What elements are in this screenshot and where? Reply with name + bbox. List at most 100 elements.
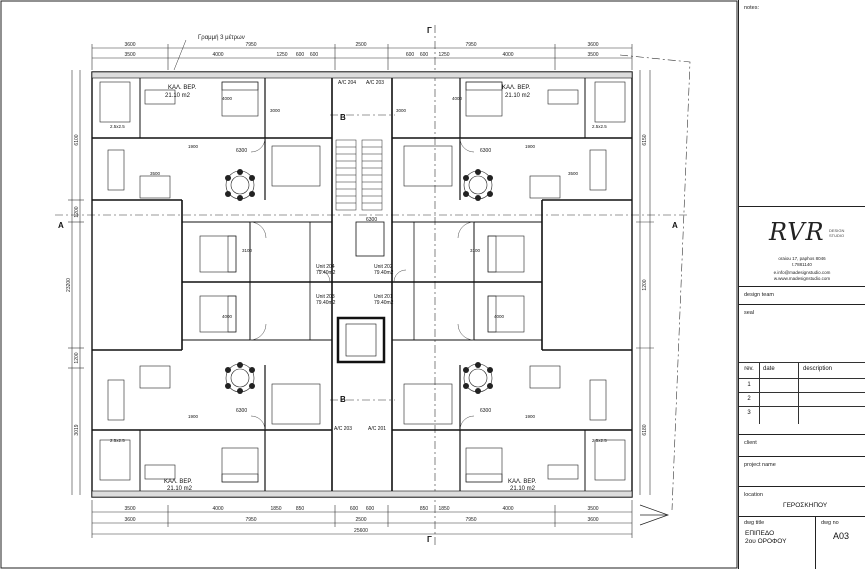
dimension-lines-sides: [68, 70, 654, 495]
section-markers: A A Γ Γ B B: [58, 26, 678, 544]
room-dim-11: 1900: [188, 144, 199, 149]
revision-row: 2: [739, 392, 865, 406]
room-dim-22: 4000: [494, 314, 505, 319]
section-marker-stair-bottom: B: [340, 395, 346, 404]
room-dim-3: 4000: [452, 96, 463, 101]
dim-left-2: 1200: [74, 206, 80, 217]
room-dim-10: 3500: [568, 171, 579, 176]
rev-col-divider: [759, 362, 760, 424]
project-label: project name: [744, 462, 776, 468]
veranda-area-tr: 21.10 m2: [505, 93, 531, 99]
section-marker-right: A: [672, 221, 678, 230]
room-dim-12: 1900: [525, 144, 536, 149]
ac-label-2: A/C 203: [366, 80, 384, 86]
rail-note: Γραμμή 3 μέτρων: [198, 34, 245, 41]
section-marker-bottom: Γ: [427, 535, 432, 544]
room-dim-5: 6300: [236, 148, 247, 154]
dwg-divider: [815, 516, 816, 569]
dim-top-inner-2: 4000: [212, 52, 223, 58]
dwg-title-line-1: ΕΠΙΠΕΔΟ: [745, 530, 775, 537]
dwg-no-value: A03: [833, 531, 850, 541]
dwg-title-label: dwg title: [744, 520, 765, 526]
dim-bot-inner-6: 600: [366, 506, 375, 512]
dwg-no-label: dwg no: [821, 520, 839, 526]
ac-label-4: A/C 201: [368, 426, 386, 432]
elevator-shaft: [336, 221, 386, 364]
location-value: ΓΕΡΟΣΚΗΠΟΥ: [783, 502, 828, 509]
dim-top-inner-10: 3500: [587, 52, 598, 58]
furniture-round-table-chairs: [225, 169, 493, 394]
notes-label: notes:: [744, 5, 759, 11]
company-address: oraiou 17, paphos 8046: [778, 256, 826, 261]
company-email: e.info@madesignstudio.com: [773, 270, 831, 275]
unit-202-name: Unit 202: [374, 264, 393, 270]
revision-header-row: rev. date description: [739, 362, 865, 376]
dimension-lines-top: [91, 44, 633, 70]
revision-row: 1: [739, 378, 865, 392]
dim-left-4: 1200: [74, 352, 80, 363]
rev-header-rev: rev.: [744, 366, 754, 372]
veranda-area-br: 21.10 m2: [510, 486, 536, 492]
dim-bot-inner-7: 850: [420, 506, 429, 512]
furniture-beds: [199, 81, 525, 483]
room-dim-17: 2.5x2.5: [110, 438, 125, 443]
rev-header-description: description: [803, 366, 833, 372]
dim-bot-3: 2500: [355, 517, 366, 523]
ac-label-3: A/C 203: [334, 426, 352, 432]
dim-top-inner-6: 600: [406, 52, 415, 58]
seal-label: seal: [744, 310, 755, 316]
dim-right-3: 6180: [642, 424, 648, 435]
veranda-area-tl: 21.10 m2: [165, 93, 191, 99]
project-cell: [739, 456, 865, 486]
ac-label-1: A/C 204: [338, 80, 356, 86]
dim-bot-inner-8: 1850: [438, 506, 449, 512]
section-marker-stair-top: B: [340, 113, 346, 122]
logo-subtitle: DESIGN STUDIO: [829, 228, 845, 238]
veranda-label-tr: ΚΑΛ. ΒΕΡ.: [502, 85, 531, 91]
dim-top-inner-4: 600: [296, 52, 305, 58]
section-marker-left: A: [58, 221, 64, 230]
dwg-title-line-2: 2ου ΟΡΟΦΟΥ: [745, 538, 787, 545]
room-dim-15: 2.5x2.5: [110, 124, 125, 129]
dimension-lines-bottom: [91, 500, 633, 538]
sheet-frame: [0, 0, 738, 569]
dim-bot-inner-5: 600: [350, 506, 359, 512]
dim-bot-2: 7950: [245, 517, 256, 523]
veranda-label-bl: ΚΑΛ. ΒΕΡ.: [164, 479, 193, 485]
room-dim-1: 4000: [222, 96, 233, 101]
building-outline: [91, 71, 633, 498]
dim-top-inner-3: 1250: [276, 52, 287, 58]
dim-bot-inner-3: 1850: [270, 506, 281, 512]
unit-204-area: 79.40m2: [316, 270, 336, 276]
plan-labels: ΚΑΛ. ΒΕΡ. 21.10 m2 ΚΑΛ. ΒΕΡ. 21.10 m2 ΚΑ…: [110, 80, 607, 492]
dim-top-inner-5: 600: [310, 52, 319, 58]
dim-top-4: 7950: [465, 42, 476, 48]
dim-bot-inner-10: 3500: [587, 506, 598, 512]
dim-left-5: 3019: [74, 424, 80, 435]
veranda-area-bl: 21.10 m2: [167, 486, 193, 492]
unit-201-name: Unit 201: [374, 294, 393, 300]
dim-top-3: 2500: [355, 42, 366, 48]
rev-number: 3: [747, 410, 751, 416]
section-lines: [55, 25, 691, 545]
dim-bot-inner-2: 4000: [212, 506, 223, 512]
veranda-label-tl: ΚΑΛ. ΒΕΡ.: [168, 85, 197, 91]
unit-201-area: 79.40m2: [374, 300, 394, 306]
floor-plan-drawing: 3600 7950 2500 7950 3600 3500 4000 1250 …: [0, 0, 738, 569]
room-dim-16: 2.5x2.5: [592, 124, 607, 129]
unit-202-area: 79.40m2: [374, 270, 394, 276]
dim-bot-1: 3600: [124, 517, 135, 523]
dim-bot-inner-4: 850: [296, 506, 305, 512]
logo-mark: RVR: [769, 218, 825, 246]
company-logo: RVR DESIGN STUDIO oraiou 17, paphos 8046…: [743, 210, 861, 284]
unit-204-name: Unit 204: [316, 264, 335, 270]
room-dim-18: 2.5x2.5: [592, 438, 607, 443]
dimension-text-sides: 6100 1200 23200 1200 3019 6150 1200 6180: [66, 134, 648, 435]
design-team-label: design team: [744, 292, 774, 298]
room-dim-4: 3000: [396, 108, 407, 113]
dim-top-1: 3600: [124, 42, 135, 48]
room-dim-14: 1900: [525, 414, 536, 419]
dim-top-2: 7950: [245, 42, 256, 48]
room-dim-21: 4000: [222, 314, 233, 319]
